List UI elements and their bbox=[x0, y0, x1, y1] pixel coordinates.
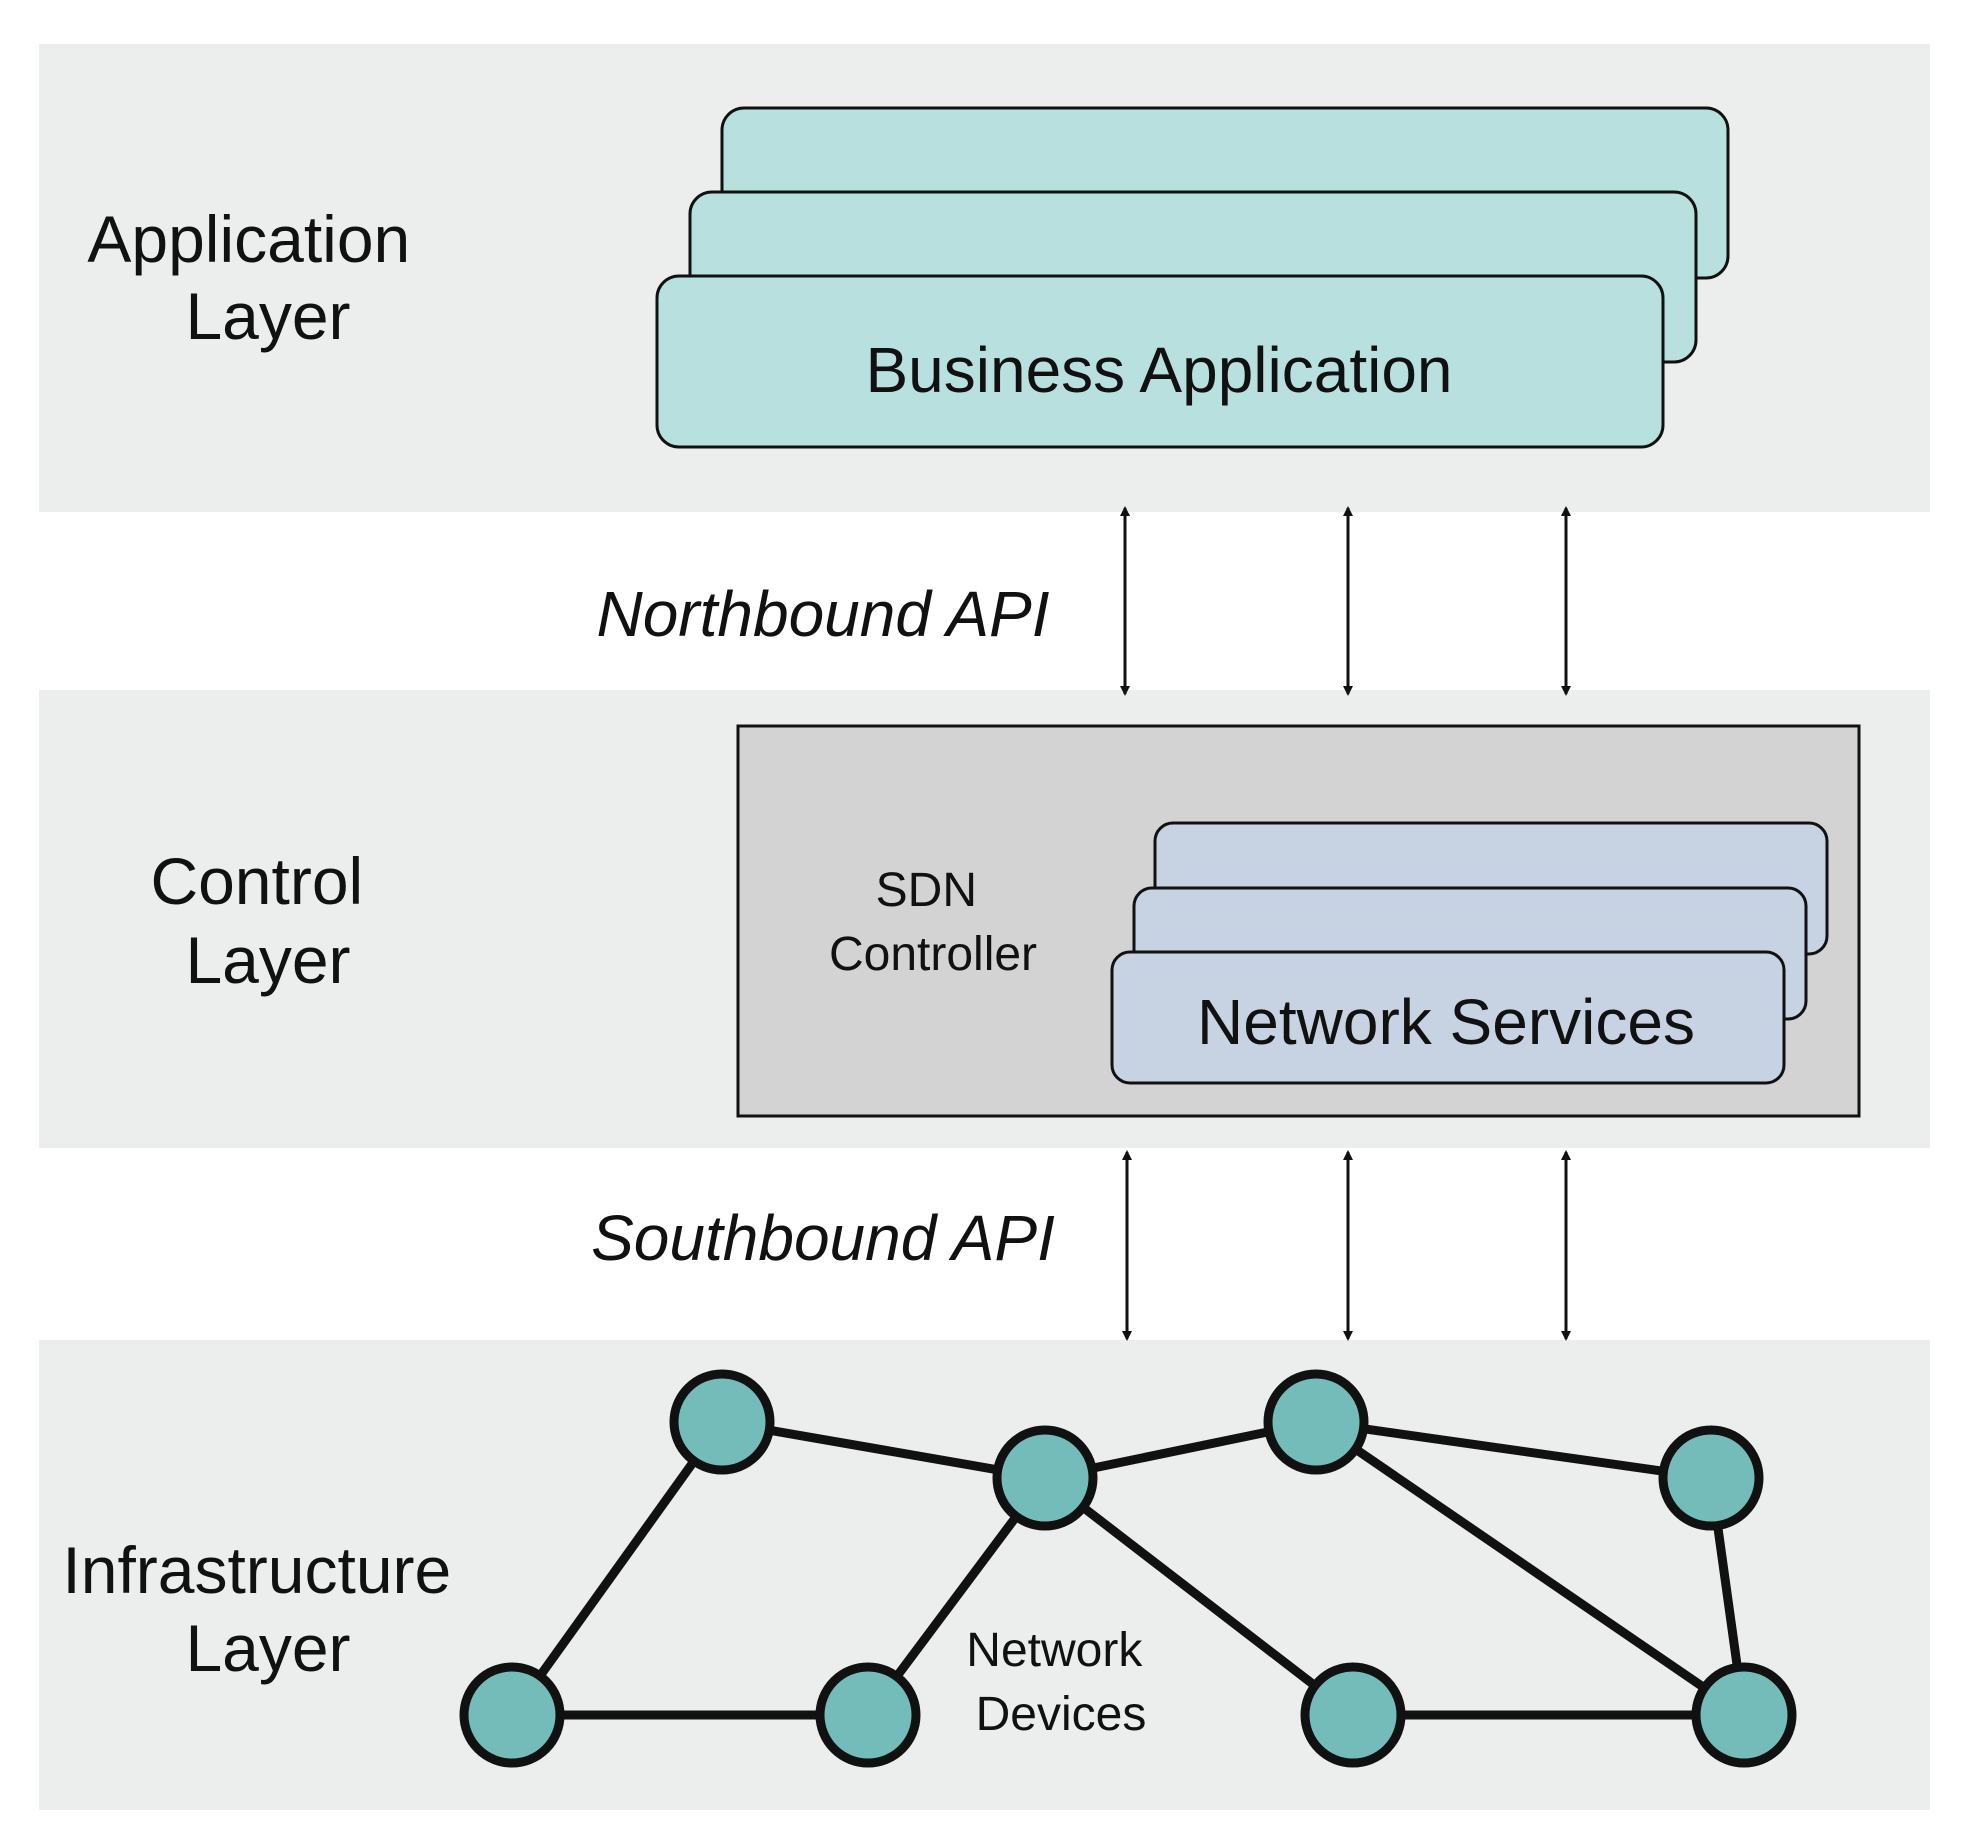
sdn-controller-label: SDN Controller bbox=[829, 864, 1037, 981]
network-link bbox=[717, 1417, 1050, 1483]
network-devices-label-line2: Devices bbox=[976, 1688, 1147, 1741]
network-link bbox=[1311, 1417, 1749, 1720]
northbound-arrows bbox=[1120, 506, 1571, 696]
sdn-controller-label-line2: Controller bbox=[829, 928, 1037, 981]
business-application-card-front bbox=[655, 274, 1665, 449]
control-layer-label-line2: Layer bbox=[185, 923, 350, 997]
infrastructure-layer-label-line2: Layer bbox=[185, 1611, 350, 1685]
network-link bbox=[1040, 1473, 1358, 1720]
network-device-node bbox=[459, 1662, 565, 1768]
network-devices-label-line1: Network bbox=[966, 1624, 1143, 1677]
network-services-card-front bbox=[1110, 950, 1786, 1085]
network-device-node bbox=[669, 1369, 775, 1475]
network-device-node bbox=[815, 1662, 921, 1768]
infrastructure-layer-label: Infrastructure Layer bbox=[62, 1533, 469, 1685]
network-devices-label: Network Devices bbox=[966, 1624, 1155, 1741]
network-device-node bbox=[1658, 1425, 1764, 1531]
southbound-api-label: Southbound API bbox=[591, 1202, 1055, 1274]
sdn-controller-label-line1: SDN bbox=[876, 864, 977, 917]
network-devices bbox=[459, 1369, 1797, 1768]
application-layer-label: Application Layer bbox=[87, 202, 428, 353]
application-layer-label-line1: Application bbox=[87, 202, 410, 276]
application-layer-label-line2: Layer bbox=[185, 279, 350, 353]
network-device-node bbox=[1691, 1662, 1797, 1768]
network-services-stack: Network Services bbox=[1110, 821, 1829, 1085]
network-device-node bbox=[992, 1425, 1098, 1531]
control-layer-label: Control Layer bbox=[150, 844, 381, 997]
infrastructure-layer-band bbox=[39, 1340, 1930, 1810]
network-link bbox=[507, 1417, 727, 1720]
network-device-node bbox=[1263, 1369, 1369, 1475]
network-services-label: Network Services bbox=[1197, 986, 1695, 1058]
southbound-arrows bbox=[1122, 1150, 1571, 1341]
control-layer-label-line1: Control bbox=[150, 844, 363, 918]
business-application-label: Business Application bbox=[865, 334, 1452, 406]
infrastructure-layer-label-line1: Infrastructure bbox=[62, 1533, 451, 1607]
business-application-stack: Business Application bbox=[655, 106, 1730, 449]
network-link bbox=[1311, 1417, 1716, 1483]
northbound-api-label: Northbound API bbox=[596, 578, 1049, 650]
network-device-node bbox=[1300, 1662, 1406, 1768]
